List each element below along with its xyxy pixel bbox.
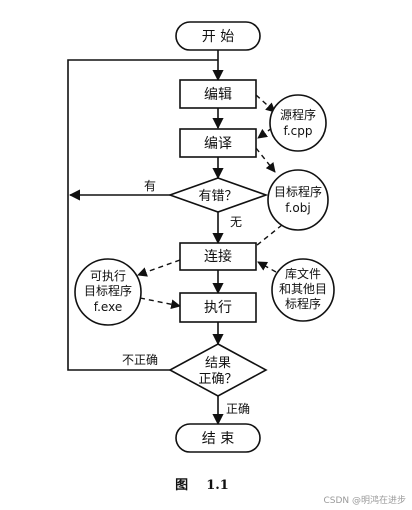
result-decision-line2: 正确？ [198,372,237,387]
edit-label: 编辑 [204,87,232,103]
figure-caption: 图 1.1 [175,478,229,493]
start-label: 开 始 [202,29,234,45]
edge-link-exe [137,259,181,277]
edge-edit-source [255,94,276,113]
link-label: 连接 [204,248,232,265]
compile-box [179,128,257,158]
exe-file-line3: f.exe [94,300,122,314]
object-file-circle [267,169,329,231]
correct-label: 正确 [226,402,250,416]
exe-file-line1: 可执行 [90,269,126,283]
object-file-name: 目标程序 [274,184,322,199]
source-file-circle [269,94,327,152]
edge-incorrect-loop [67,59,218,371]
watermark: CSDN @明鸿在进步 [323,494,406,506]
edge-source-compile [257,127,273,139]
library-file-circle [271,258,335,322]
compile-label: 编译 [204,136,232,152]
library-file-line1: 库文件 [285,266,321,281]
library-file-line2: 和其他目 [279,282,327,296]
result-decision [168,343,268,397]
edge-exe-run [139,297,181,310]
incorrect-label: 不正确 [122,353,158,367]
start-node [175,21,261,51]
has-error-label: 有 [144,179,156,193]
source-file-name: 源程序 [280,107,316,122]
exe-file-circle [74,258,142,326]
end-node [175,423,261,453]
source-file-ext: f.cpp [284,124,313,138]
error-decision-label: 有错？ [198,189,237,204]
library-file-line3: 标程序 [285,296,321,311]
no-error-label: 无 [230,215,242,229]
end-label: 结 束 [202,431,234,447]
error-decision [167,177,269,213]
edit-box [179,79,257,109]
edge-library-link [257,261,277,273]
run-box [179,292,257,323]
object-file-ext: f.obj [285,201,310,215]
result-decision-line1: 结果 [205,356,231,371]
run-label: 执行 [204,300,232,316]
exe-file-line2: 目标程序 [84,283,132,298]
edge-compile-object [255,147,276,173]
link-box [179,242,257,271]
